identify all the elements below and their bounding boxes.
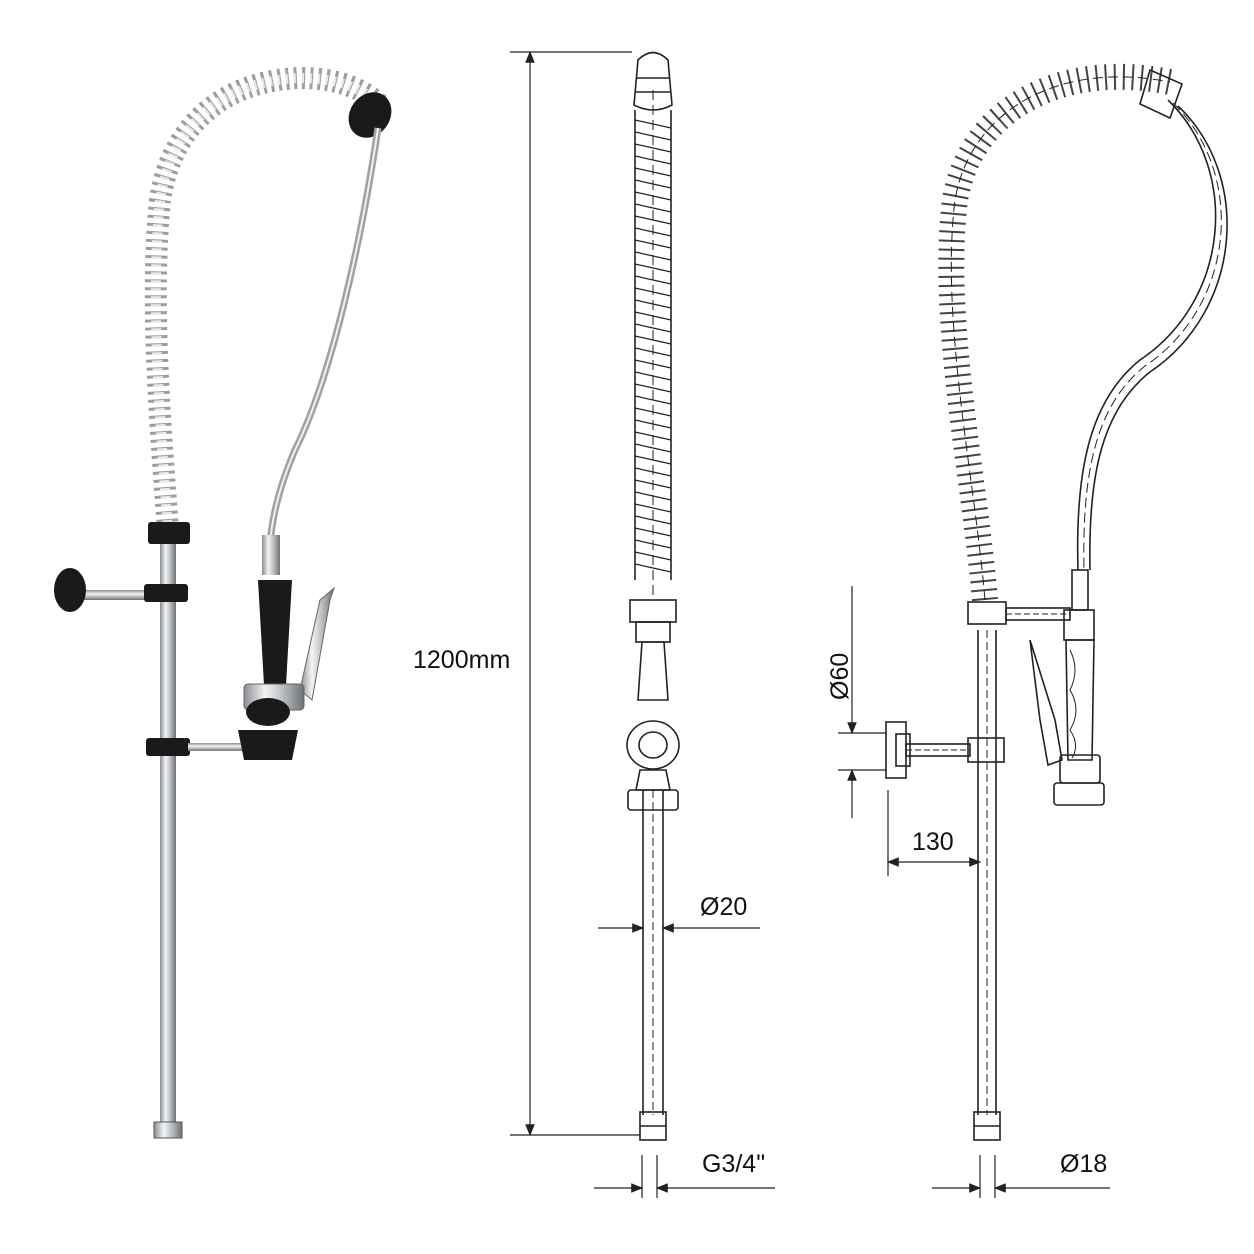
side-drawing-view	[885, 63, 1228, 1141]
hose-connector	[262, 535, 280, 575]
wall-arm-pipe	[78, 590, 162, 600]
lower-clamp	[146, 738, 190, 756]
riser-pipe	[160, 540, 176, 1130]
spring-top-cap	[348, 92, 392, 138]
pipe-diameter-label: Ø20	[700, 893, 747, 921]
front-drawing-view	[626, 51, 680, 1141]
bottom-nut	[153, 1121, 183, 1139]
wall-clamp	[144, 584, 188, 602]
thread-label: G3/4"	[702, 1150, 765, 1178]
spray-handle-icon	[258, 580, 292, 685]
spring-collar	[148, 522, 190, 544]
photo-view	[54, 66, 392, 1139]
spring-coil	[144, 66, 388, 531]
dimension-lines	[510, 50, 1110, 1198]
height-label: 1200mm	[413, 646, 510, 674]
flex-hose	[266, 127, 382, 546]
trigger-lever	[299, 586, 336, 701]
bottom-diameter-label: Ø18	[1060, 1150, 1107, 1178]
flange-diameter-label: Ø60	[826, 653, 854, 700]
spray-nozzle	[238, 730, 298, 760]
wall-flange	[54, 568, 86, 612]
lower-arm	[188, 743, 244, 751]
wall-distance-label: 130	[912, 828, 954, 856]
